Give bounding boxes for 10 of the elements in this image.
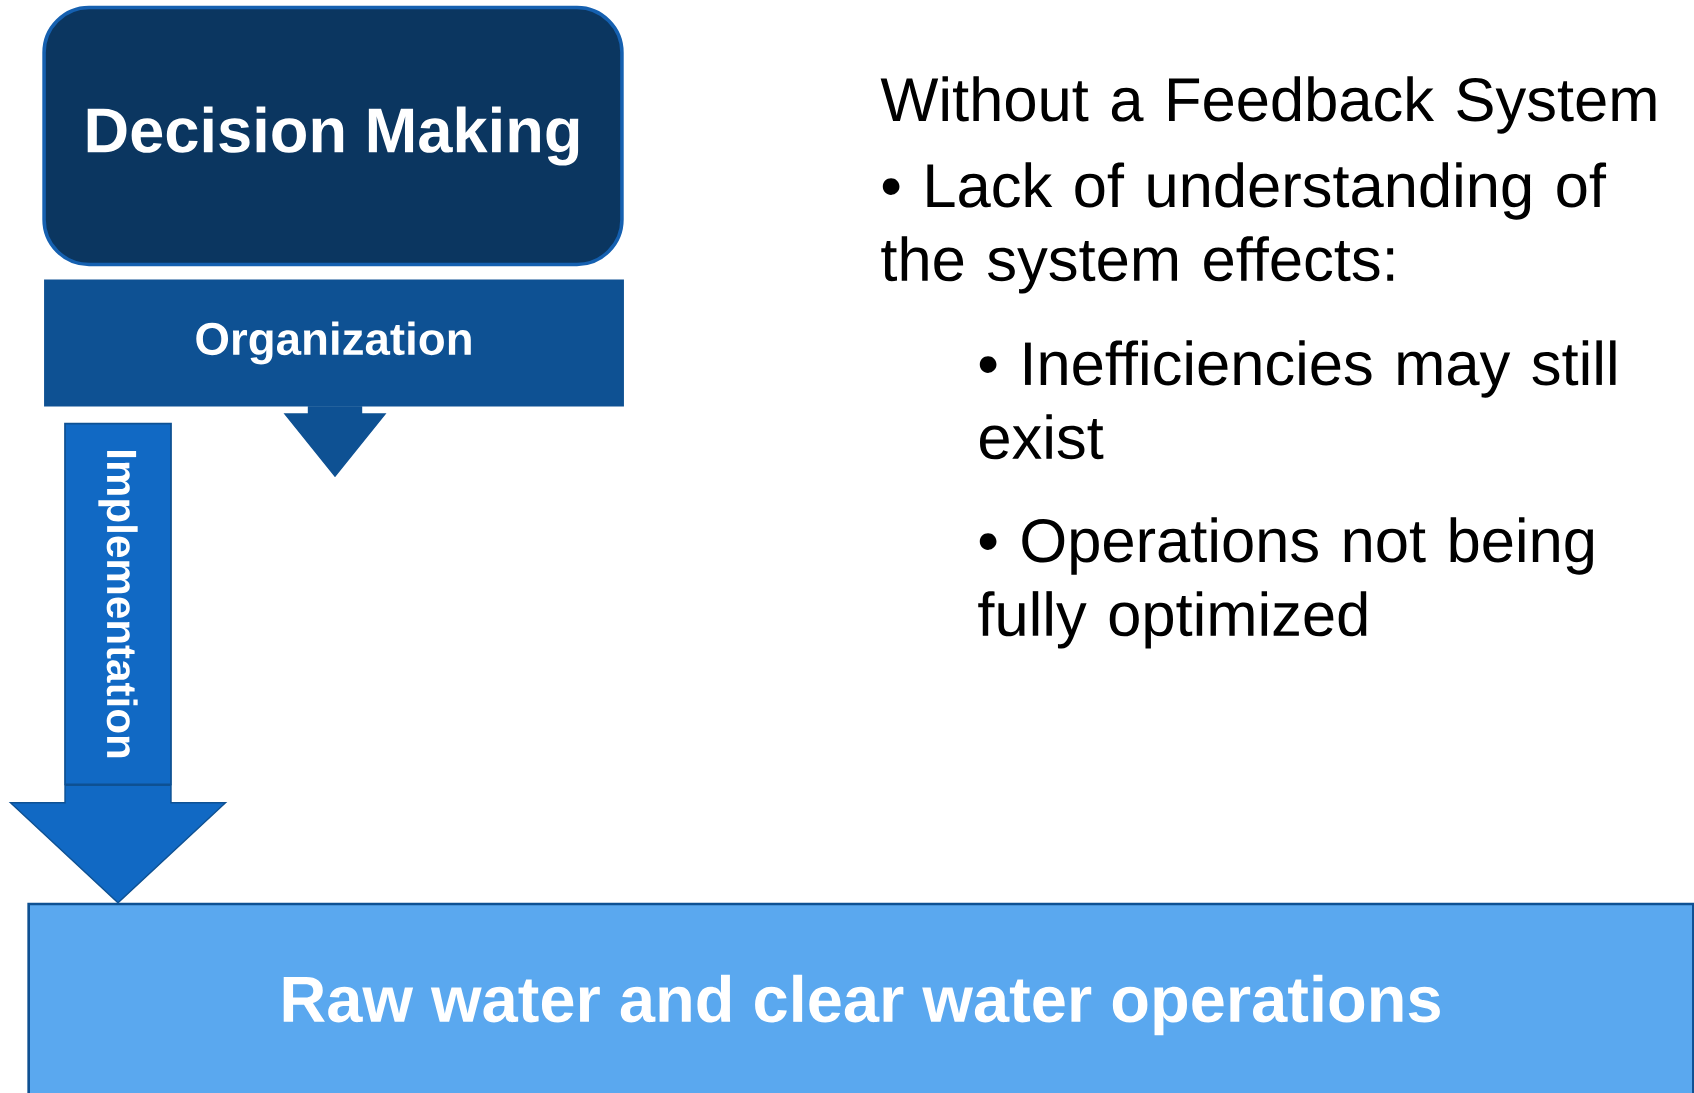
bullet-text: • Operations not being fully optimized bbox=[978, 517, 1593, 649]
block-arrow bbox=[283, 406, 387, 478]
bullet-text: • Lack of understanding of the system effects: bbox=[881, 162, 1607, 294]
heading-text: Without a Feedback System bbox=[880, 76, 1656, 134]
implementation-arrow-shaft: Implementation bbox=[64, 422, 172, 786]
operations-box: Raw water and clear water operations bbox=[27, 902, 1694, 1093]
organization-box: Organization bbox=[44, 279, 624, 407]
bullet-text: • Inefficiencies may still exist bbox=[979, 340, 1616, 460]
block-arrow bbox=[8, 784, 228, 904]
decision-box: Decision Making bbox=[42, 5, 624, 267]
